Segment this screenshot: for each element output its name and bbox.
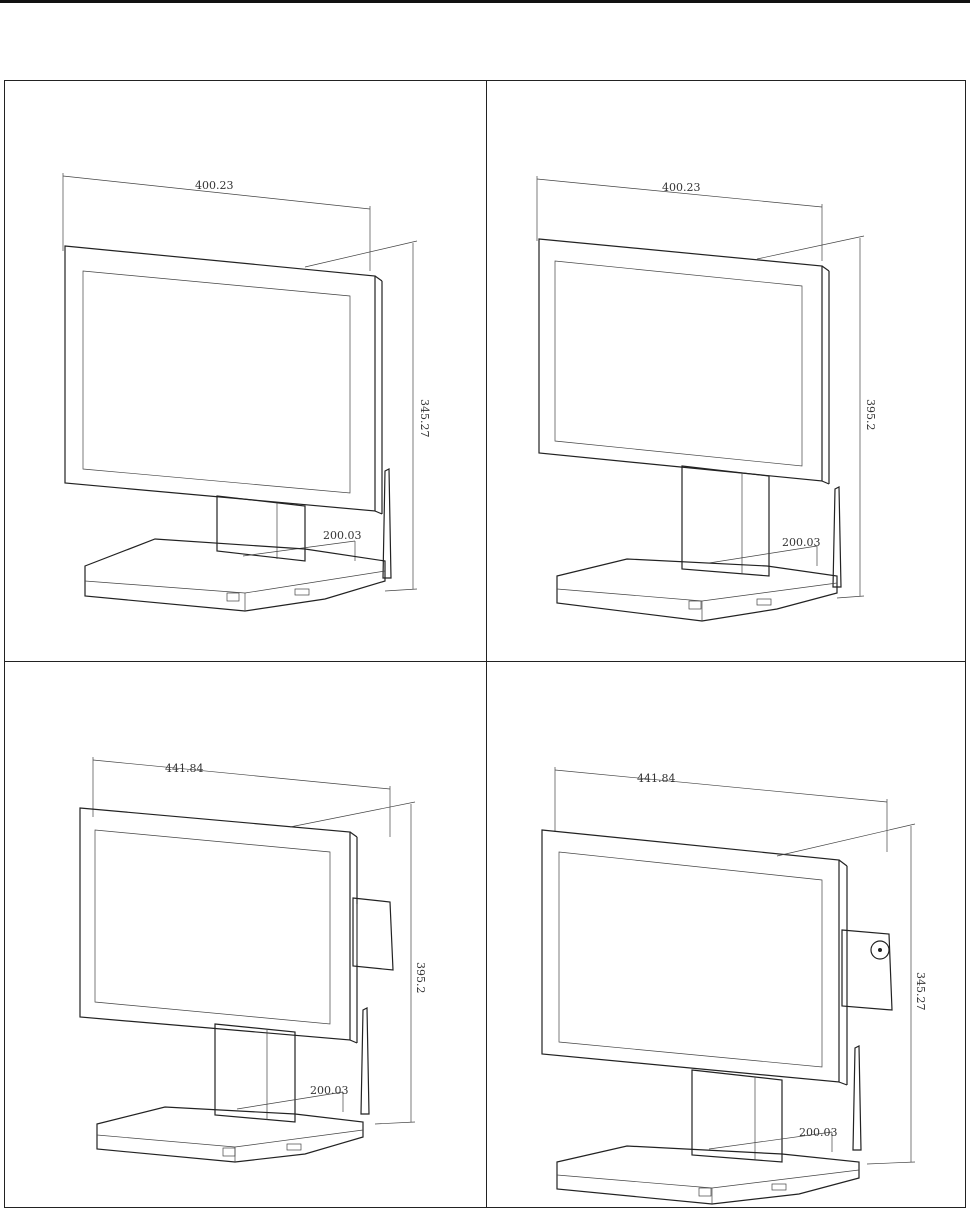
- panel-4: 441.84 345.27 200.03: [487, 662, 967, 1208]
- panel-2: 400.23 395.2 200.03: [487, 81, 967, 661]
- width-dimension-label: 441.84: [637, 772, 676, 785]
- height-dimension-label: 345.27: [418, 399, 431, 438]
- panel-3: 441.84 395.2 200.03: [5, 662, 486, 1208]
- width-dimension-label: 400.23: [662, 181, 701, 194]
- monitor-drawing-2: 400.23 395.2 200.03: [487, 81, 967, 661]
- drawing-grid: 400.23 345.27 200.03: [4, 80, 966, 1208]
- depth-dimension-label: 200.03: [310, 1084, 349, 1097]
- depth-dimension-label: 200.03: [323, 529, 362, 542]
- depth-dimension-label: 200.03: [799, 1126, 838, 1139]
- height-dimension-label: 395.2: [864, 399, 877, 431]
- width-dimension-label: 400.23: [195, 179, 234, 192]
- depth-dimension-label: 200.03: [782, 536, 821, 549]
- monitor-drawing-4: 441.84 345.27 200.03: [487, 662, 967, 1208]
- panel-1: 400.23 345.27 200.03: [5, 81, 486, 661]
- top-rule: [0, 0, 970, 3]
- height-dimension-label: 345.27: [914, 972, 927, 1011]
- monitor-drawing-1: 400.23 345.27 200.03: [5, 81, 486, 661]
- height-dimension-label: 395.2: [414, 962, 427, 994]
- monitor-drawing-3: 441.84 395.2 200.03: [5, 662, 486, 1208]
- width-dimension-label: 441.84: [165, 762, 204, 775]
